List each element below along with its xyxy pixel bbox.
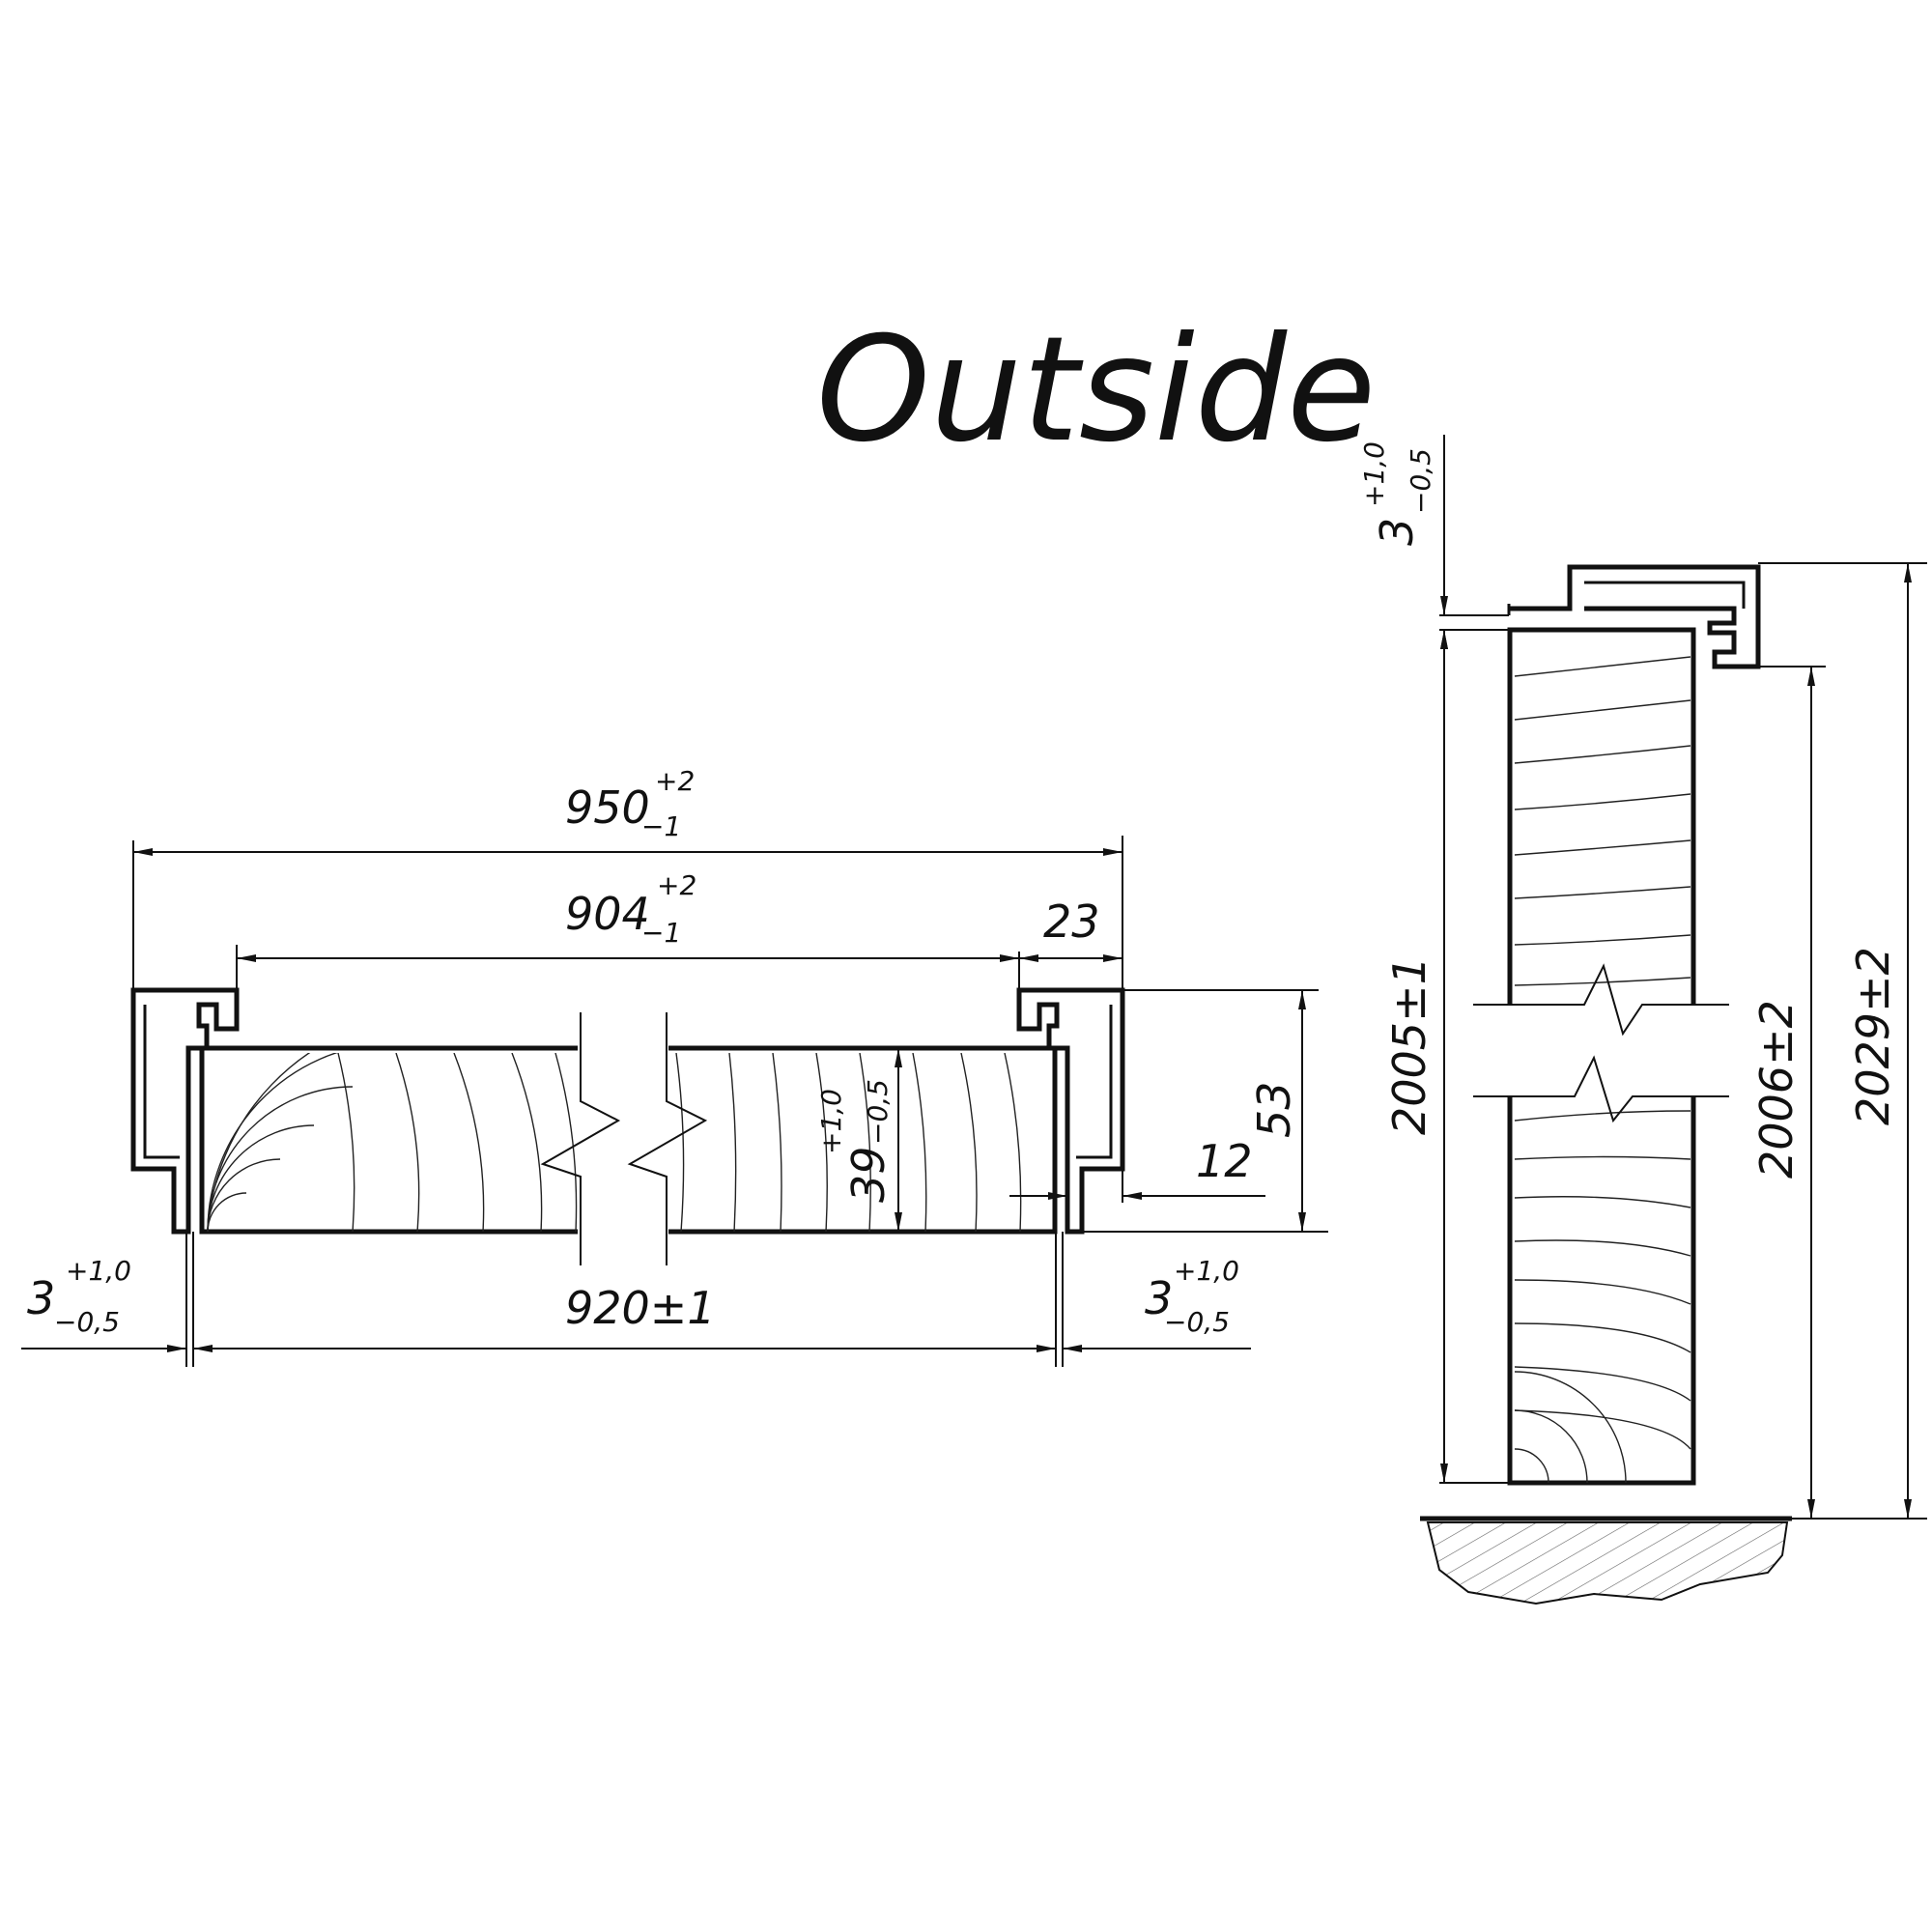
dim-904-tol-plus: +2	[657, 869, 696, 901]
dim-top-gap-tol-minus: −0,5	[1405, 448, 1436, 514]
floor	[1420, 1516, 1792, 1605]
dim-23: 23	[1043, 895, 1100, 948]
dim-53: 53	[1248, 1081, 1300, 1138]
dim-904-tol-minus: −1	[641, 917, 681, 949]
dim-2005: 2005±1	[1383, 956, 1435, 1135]
dim-gap-right: 3	[1145, 1272, 1173, 1324]
break-line	[1473, 1055, 1729, 1123]
dim-904: 904	[565, 888, 650, 940]
dim-12: 12	[1196, 1135, 1253, 1187]
dim-gap-right-tol-plus: +1,0	[1174, 1255, 1239, 1287]
dim-39-tol-minus: −0,5	[862, 1079, 894, 1145]
drawing-title: Outside	[816, 306, 1376, 474]
dim-gap-left-tol-minus: −0,5	[54, 1306, 120, 1338]
dim-920: 920±1	[565, 1282, 716, 1334]
dim-39: 39	[842, 1146, 895, 1203]
dim-39-tol-plus: +1,0	[815, 1089, 847, 1154]
dim-top-gap-tol-plus: +1,0	[1358, 441, 1390, 507]
dim-2006: 2006±2	[1750, 1000, 1803, 1179]
break-line	[627, 1012, 708, 1265]
leaf-section-left	[199, 1045, 578, 1235]
dim-950-tol-plus: +2	[655, 765, 695, 797]
dim-2029: 2029±2	[1847, 947, 1899, 1125]
dim-gap-left: 3	[27, 1272, 55, 1324]
dim-950-tol-minus: −1	[641, 810, 681, 842]
head-frame-profile	[1509, 564, 1761, 669]
dim-gap-right-tol-minus: −0,5	[1164, 1306, 1230, 1338]
leaf-section-vertical	[1507, 627, 1696, 1486]
section-view: 3 +1,0 −0,5 2005±1 2006±2 2029±2	[1358, 435, 1927, 1605]
right-frame-profile	[1016, 987, 1125, 1235]
dim-gap-left-tol-plus: +1,0	[66, 1255, 131, 1287]
left-frame-profile	[130, 987, 240, 1235]
plan-view: 950 +2 −1 904 +2 −1 23 53 39 +1,0 −0,5 1…	[21, 765, 1328, 1367]
dim-950: 950	[565, 781, 650, 834]
break-line	[1473, 963, 1729, 1037]
break-line	[540, 1012, 621, 1265]
dim-top-gap: 3	[1371, 518, 1423, 546]
leaf-section-right	[668, 1045, 1058, 1235]
